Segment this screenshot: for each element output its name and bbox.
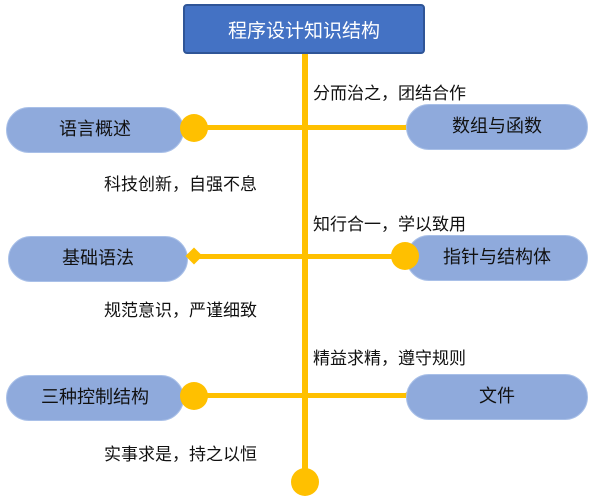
branch-dot-3 <box>180 382 208 410</box>
node-arrays-functions: 数组与函数 <box>406 104 588 150</box>
motto-left-2: 规范意识，严谨细致 <box>104 301 257 321</box>
node-control-structures: 三种控制结构 <box>6 375 184 421</box>
motto-right-2: 知行合一，学以致用 <box>313 215 466 235</box>
motto-left-3: 实事求是，持之以恒 <box>104 445 257 465</box>
branch-dot-2 <box>391 242 419 270</box>
diagram-title: 程序设计知识结构 <box>183 4 425 54</box>
branch-dot-1 <box>180 114 208 142</box>
node-pointers-structs: 指针与结构体 <box>406 235 588 281</box>
branch-connector-2 <box>195 254 405 259</box>
motto-right-3: 精益求精，遵守规则 <box>313 349 466 369</box>
node-language-overview: 语言概述 <box>6 107 184 153</box>
motto-right-1: 分而治之，团结合作 <box>313 84 466 104</box>
branch-arrow-2 <box>185 247 203 265</box>
spine-end-dot <box>291 468 319 496</box>
branch-connector-3 <box>192 393 412 398</box>
central-spine <box>302 54 308 486</box>
branch-connector-1 <box>192 125 412 130</box>
motto-left-1: 科技创新，自强不息 <box>104 175 257 195</box>
node-files: 文件 <box>406 374 588 420</box>
node-basic-syntax: 基础语法 <box>8 236 188 282</box>
